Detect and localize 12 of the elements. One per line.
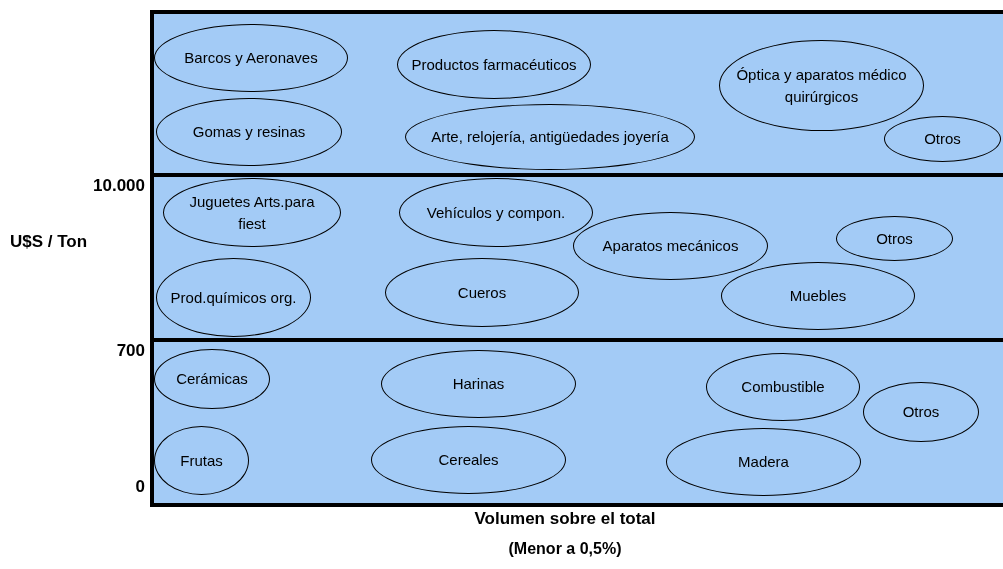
category-ellipse: Prod.químicos org. (156, 258, 311, 337)
category-ellipse: Óptica y aparatos médico quirúrgicos (719, 40, 924, 131)
axis-title: Volumen sobre el total (474, 509, 656, 529)
category-ellipse: Frutas (154, 426, 249, 495)
axis-title: (Menor a 0,5%) (508, 540, 622, 558)
price-band (150, 177, 1003, 342)
axis-title: U$S / Ton (10, 232, 88, 252)
price-band (150, 342, 1003, 507)
price-band (150, 10, 1003, 177)
axis-tick-label: 0 (135, 477, 145, 497)
axis-tick-label: 700 (116, 341, 145, 361)
axis-tick-label: 10.000 (93, 176, 145, 196)
